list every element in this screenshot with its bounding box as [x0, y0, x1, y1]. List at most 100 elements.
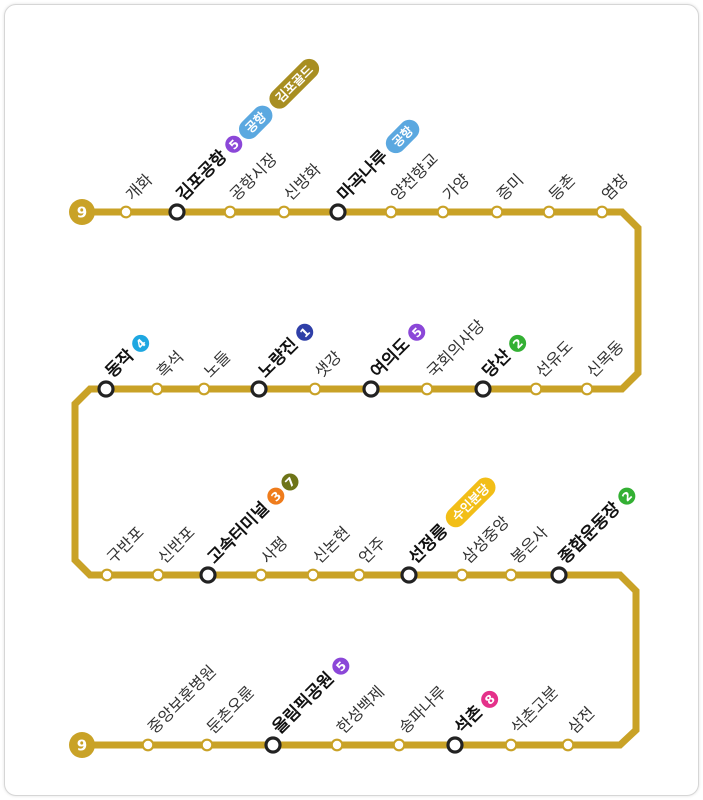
station-dot[interactable] [151, 568, 165, 582]
station-dot[interactable] [580, 382, 594, 396]
transfer-line-5-icon: 5 [332, 657, 350, 675]
map-frame [4, 4, 699, 796]
station-dot[interactable] [277, 205, 291, 219]
station-공항시장[interactable]: 공항시장 [223, 149, 281, 219]
station-label-group: 노들 [200, 347, 234, 381]
station-label-group: 당산2 [479, 334, 527, 383]
station-name: 송파나루 [395, 682, 450, 737]
station-송파나루[interactable]: 송파나루 [392, 682, 450, 752]
station-name: 증미 [493, 170, 527, 204]
transfer-station-dot[interactable] [550, 566, 568, 584]
station-label-group: 둔촌오륜 [203, 682, 258, 737]
transfer-line-name: 수인분당 [449, 480, 492, 523]
station-dot[interactable] [150, 382, 164, 396]
transfer-station-dot[interactable] [362, 380, 380, 398]
station-name: 한성백제 [333, 682, 388, 737]
station-name: 신논현 [309, 523, 354, 568]
station-dot[interactable] [436, 205, 450, 219]
station-dot[interactable] [330, 738, 344, 752]
station-label-group: 한성백제 [333, 682, 388, 737]
station-dot[interactable] [490, 205, 504, 219]
station-name: 구반포 [103, 523, 148, 568]
station-name: 개화 [122, 170, 156, 204]
station-dot[interactable] [254, 568, 268, 582]
transfer-station-dot[interactable] [329, 203, 347, 221]
station-name: 샛강 [311, 347, 345, 381]
station-중앙보훈병원[interactable]: 중앙보훈병원 [141, 661, 220, 752]
station-label-group: 등촌 [545, 170, 579, 204]
transfer-station-dot[interactable] [250, 380, 268, 398]
station-name: 동작 [102, 346, 139, 383]
station-label-group: 송파나루 [395, 682, 450, 737]
transfer-line-2-icon: 2 [509, 334, 527, 352]
station-label-group: 국회의사당 [423, 316, 489, 382]
station-label-group: 봉은사 [507, 523, 552, 568]
station-한성백제[interactable]: 한성백제 [330, 682, 388, 752]
station-양천향교[interactable]: 양천향교 [384, 149, 442, 219]
transfer-line-2-icon: 2 [618, 487, 636, 505]
station-석촌고분[interactable]: 석촌고분 [504, 682, 562, 752]
station-name: 노량진 [255, 335, 302, 382]
station-name: 봉은사 [507, 523, 552, 568]
transfer-station-dot[interactable] [168, 203, 186, 221]
station-dot[interactable] [392, 738, 406, 752]
transfer-line-pill-icon: 공항 [238, 105, 273, 140]
station-dot[interactable] [308, 382, 322, 396]
station-label-group: 언주 [355, 533, 389, 567]
station-dot[interactable] [223, 205, 237, 219]
station-둔촌오륜[interactable]: 둔촌오륜 [200, 682, 258, 752]
station-dot[interactable] [141, 738, 155, 752]
station-dot[interactable] [200, 738, 214, 752]
station-name: 선정릉 [405, 520, 453, 568]
station-name: 노들 [200, 347, 234, 381]
station-dot[interactable] [384, 205, 398, 219]
station-label-group: 양천향교 [387, 149, 442, 204]
station-dot[interactable] [455, 568, 469, 582]
station-label-group: 흑석 [153, 347, 187, 381]
transfer-station-dot[interactable] [446, 736, 464, 754]
transfer-station-dot[interactable] [97, 380, 115, 398]
station-dot[interactable] [352, 568, 366, 582]
station-label-group: 신반포 [154, 523, 199, 568]
station-label-group: 공항시장 [226, 149, 281, 204]
station-dot[interactable] [100, 568, 114, 582]
transfer-station-dot[interactable] [474, 380, 492, 398]
station-dot[interactable] [197, 382, 211, 396]
station-삼성중앙[interactable]: 삼성중앙 [455, 512, 513, 582]
station-label-group: 삼전 [564, 703, 598, 737]
station-dot[interactable] [306, 568, 320, 582]
station-name: 국회의사당 [423, 316, 489, 382]
station-dot[interactable] [119, 205, 133, 219]
transfer-station-dot[interactable] [264, 736, 282, 754]
station-name: 염창 [598, 170, 632, 204]
station-dot[interactable] [595, 205, 609, 219]
station-name: 종합운동장 [554, 498, 624, 568]
station-dot[interactable] [561, 738, 575, 752]
station-name: 선유도 [532, 337, 577, 382]
transfer-line-pill-icon: 공항 [385, 119, 420, 154]
transfer-station-dot[interactable] [400, 566, 418, 584]
transfer-station-dot[interactable] [199, 566, 217, 584]
station-name: 언주 [355, 533, 389, 567]
station-name: 삼전 [564, 703, 598, 737]
station-label-group: 선유도 [532, 337, 577, 382]
station-name: 당산 [479, 346, 516, 383]
station-label-group: 가양 [439, 170, 473, 204]
station-dot[interactable] [504, 738, 518, 752]
station-label-group: 신방화 [280, 160, 325, 205]
station-dot[interactable] [542, 205, 556, 219]
station-dot[interactable] [529, 382, 543, 396]
station-label-group: 염창 [598, 170, 632, 204]
station-name: 올림픽공원 [269, 669, 338, 738]
transfer-line-1-icon: 1 [296, 323, 314, 341]
station-label-group: 신논현 [309, 523, 354, 568]
station-dot[interactable] [504, 568, 518, 582]
station-dot[interactable] [420, 382, 434, 396]
